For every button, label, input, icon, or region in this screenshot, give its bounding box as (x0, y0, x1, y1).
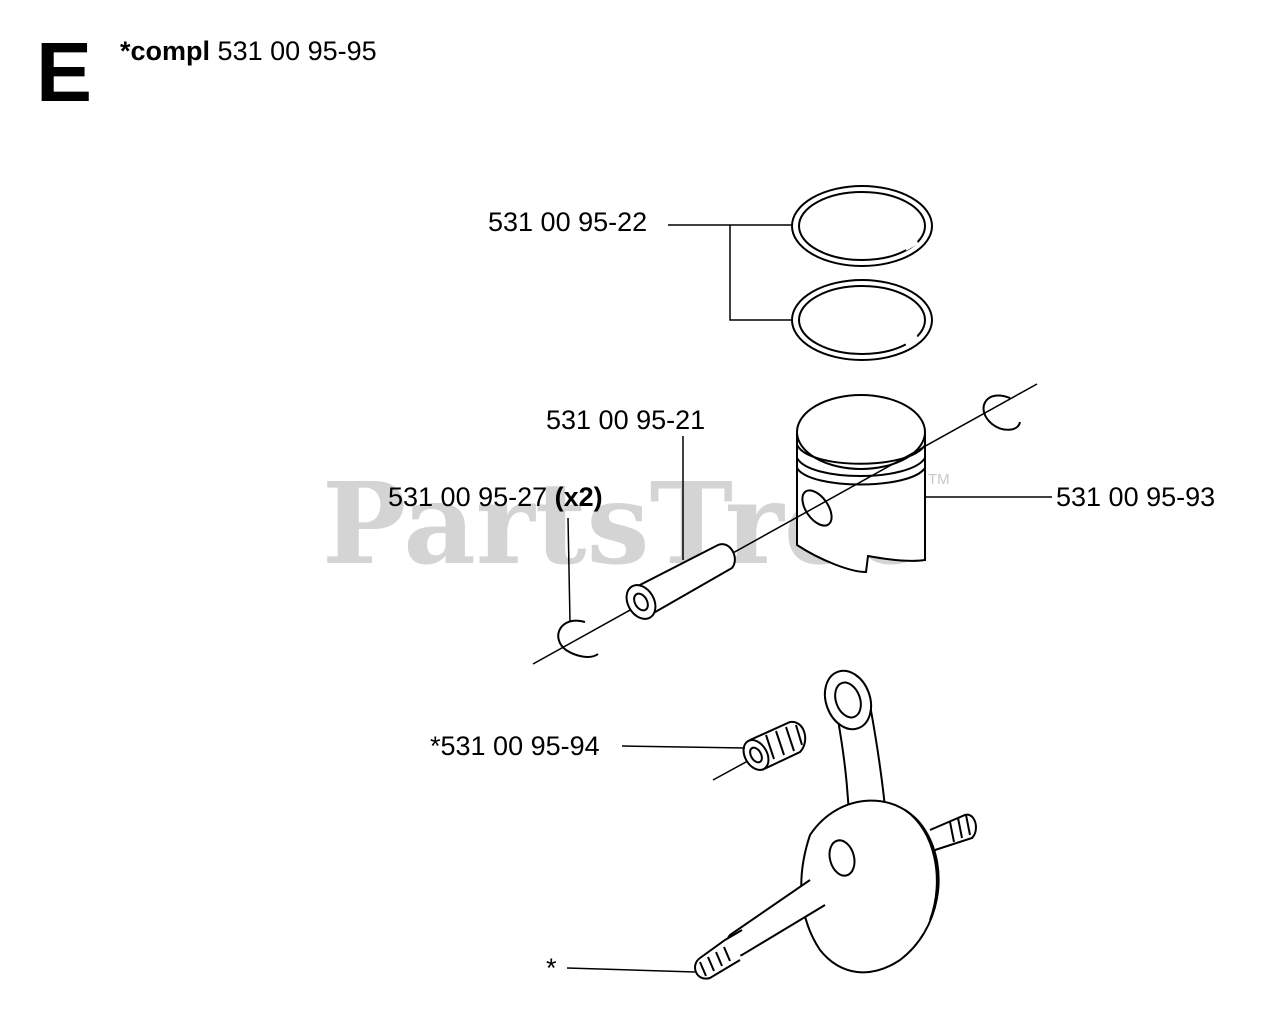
leader-crankshaft (566, 967, 696, 973)
assembly-prefix: *compl (120, 36, 211, 66)
label-circlips-number: 531 00 95-27 (388, 482, 548, 512)
label-piston-rings[interactable]: 531 00 95-22 (488, 207, 648, 237)
pin-axis (532, 383, 1038, 665)
piston-rings (791, 185, 933, 361)
assembly-part-number: 531 00 95-95 (217, 36, 377, 66)
piston-ring-lower (791, 279, 933, 361)
label-circlips-qty: (x2) (554, 482, 603, 512)
label-piston[interactable]: 531 00 95-93 (1056, 482, 1216, 512)
label-piston-pin[interactable]: 531 00 95-21 (546, 405, 706, 435)
assembly-heading: *compl 531 00 95-95 (120, 38, 377, 65)
label-circlips[interactable]: 531 00 95-27 (x2) (388, 484, 603, 511)
label-needle-bearing[interactable]: *531 00 95-94 (430, 731, 600, 761)
leader-lines (566, 224, 1052, 973)
needle-bearing (712, 720, 807, 781)
leader-rings-lower (729, 225, 792, 321)
circlip-left (557, 619, 599, 658)
section-letter: E (36, 25, 93, 119)
leader-bearing (621, 745, 746, 749)
piston-ring-upper (791, 185, 933, 267)
leader-clip (567, 517, 571, 623)
crankshaft (694, 669, 977, 980)
piston-pin (625, 543, 736, 620)
watermark-tm: TM (928, 471, 950, 488)
piston (796, 394, 926, 574)
label-crankshaft[interactable]: * (546, 953, 557, 983)
circlip-right (982, 394, 1021, 431)
